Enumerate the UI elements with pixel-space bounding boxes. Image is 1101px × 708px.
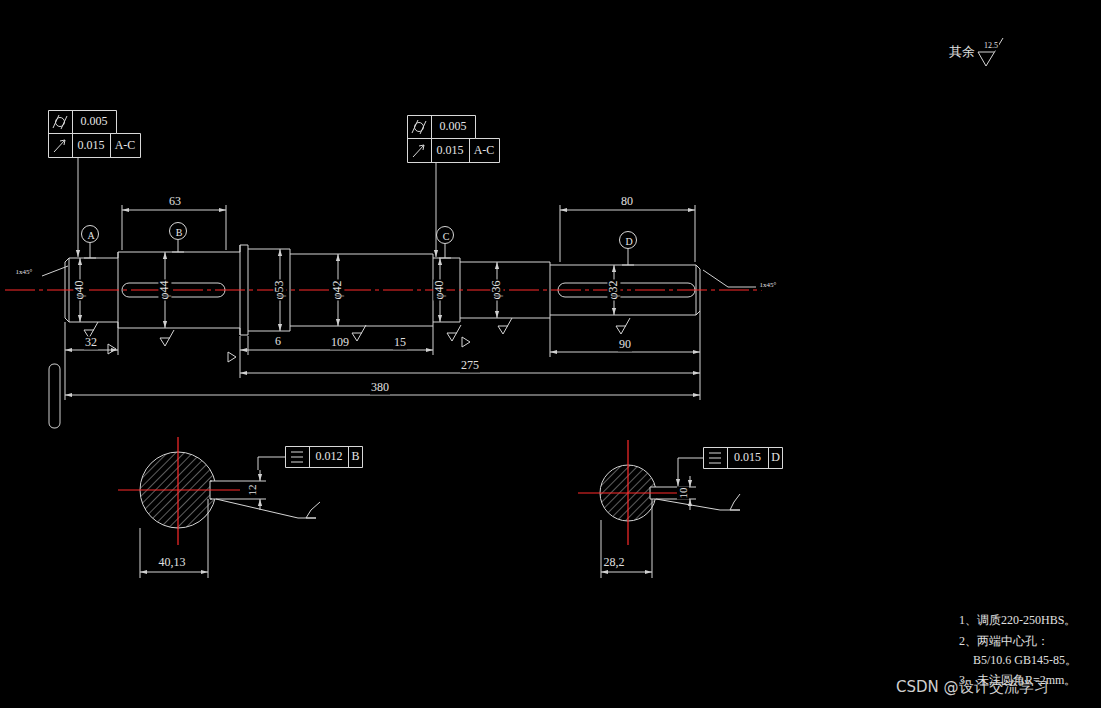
- dimension: 109: [330, 336, 350, 349]
- datum-label: D: [619, 231, 637, 249]
- chamfer-note: 1x45°: [15, 269, 34, 277]
- technical-note: 2、两端中心孔：: [958, 635, 1050, 648]
- tolerance-value: B: [351, 450, 359, 463]
- dimension: 6: [274, 335, 282, 348]
- dimension: 80: [620, 195, 634, 208]
- tolerance-value: A-C: [115, 139, 136, 152]
- tolerance-value: 0.015: [437, 144, 464, 157]
- tolerance-value: 0.015: [734, 451, 761, 464]
- datum-label: B: [169, 222, 187, 240]
- tolerance-value: D: [771, 451, 780, 464]
- dimension: 380: [370, 381, 390, 394]
- chamfer-note: 1x45°: [759, 282, 778, 290]
- dimension: 40,13: [158, 556, 187, 569]
- diameter-dimension: φ42: [331, 280, 344, 301]
- datum-label: A: [81, 225, 99, 243]
- tolerance-value: 0.005: [81, 115, 108, 128]
- symmetry-frame: 0.015 D: [703, 447, 783, 469]
- datum-letter: B: [176, 227, 183, 238]
- roughness-value: 12.5: [983, 42, 999, 51]
- dimension: 28,2: [603, 556, 626, 569]
- dimension: 32: [84, 336, 98, 349]
- diameter-dimension: φ36: [490, 280, 503, 301]
- technical-note: 1、调质220-250HBS。: [958, 614, 1077, 627]
- tolerance-value: A-C: [474, 144, 495, 157]
- dimension: 10: [677, 487, 689, 500]
- diameter-dimension: φ40: [433, 280, 446, 301]
- watermark: CSDN @设计交流学习: [895, 679, 1050, 696]
- datum-letter: D: [625, 236, 632, 247]
- feature-control-frame: 0.005 0.015 A-C: [407, 115, 500, 163]
- datum-letter: A: [87, 230, 94, 241]
- diameter-dimension: φ40: [73, 280, 86, 301]
- technical-note: B5/10.6 GB145-85。: [972, 654, 1078, 667]
- note: 其余: [948, 45, 976, 59]
- diameter-dimension: φ44: [158, 280, 171, 301]
- dimension: 275: [460, 359, 480, 372]
- dimension: 63: [168, 195, 182, 208]
- dimension: 15: [393, 336, 407, 349]
- diameter-dimension: φ53: [273, 280, 286, 301]
- tolerance-value: 0.015: [78, 139, 105, 152]
- feature-control-frame: 0.005 0.015 A-C: [48, 110, 141, 158]
- dimension: 90: [618, 338, 632, 351]
- symmetry-frame: 0.012 B: [285, 446, 363, 468]
- dimension: 12: [246, 484, 258, 497]
- diameter-dimension: φ32: [607, 280, 620, 301]
- tolerance-value: 0.012: [316, 450, 343, 463]
- tolerance-value: 0.005: [440, 120, 467, 133]
- datum-letter: C: [443, 231, 450, 242]
- datum-label: C: [436, 226, 454, 244]
